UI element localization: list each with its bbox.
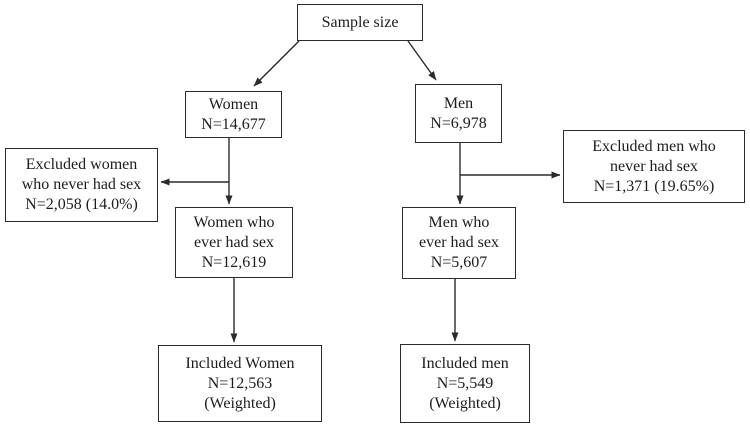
node-sample-size: Sample size [297, 4, 423, 41]
node-men-ever-had-sex: Men who ever had sex N=5,607 [402, 207, 516, 279]
arrow-sample-to-men [407, 40, 437, 81]
node-included-men: Included men N=5,549 (Weighted) [400, 344, 530, 423]
node-women: Women N=14,677 [185, 91, 282, 138]
node-excluded-men: Excluded men who never had sex N=1,371 (… [563, 130, 745, 203]
arrow-sample-to-women [253, 40, 300, 87]
node-excluded-women: Excluded women who never had sex N=2,058… [5, 148, 158, 222]
node-included-women: Included Women N=12,563 (Weighted) [158, 345, 322, 422]
node-men: Men N=6,978 [415, 84, 502, 143]
node-women-ever-had-sex: Women who ever had sex N=12,619 [175, 207, 293, 278]
